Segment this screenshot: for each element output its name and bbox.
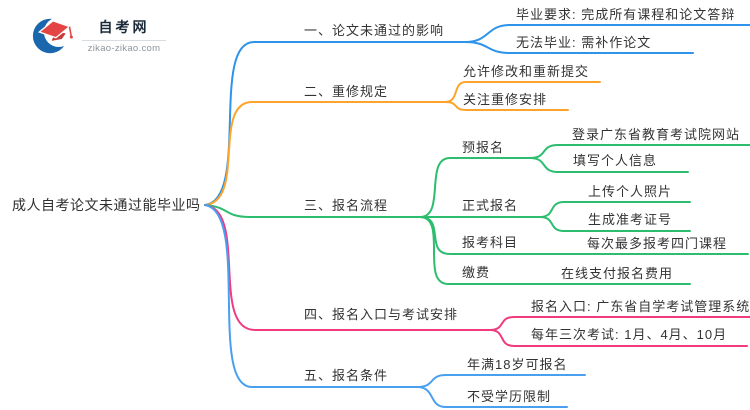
branch-3-child-3[interactable]: 报考科目 xyxy=(462,235,519,250)
branch-3-child-2-leaf-1[interactable]: 上传个人照片 xyxy=(588,184,673,199)
branch-3-child-4-leaf-1[interactable]: 在线支付报名费用 xyxy=(561,266,674,281)
logo-title: 自考网 xyxy=(98,18,150,35)
branch-5-child-2[interactable]: 不受学历限制 xyxy=(467,389,552,404)
logo: 自考网 zikao-zikao.com xyxy=(30,12,168,58)
logo-divider xyxy=(82,39,166,41)
branch-1-label[interactable]: 一、论文未通过的影响 xyxy=(304,23,445,38)
branch-1-child-2[interactable]: 无法毕业: 需补作论文 xyxy=(516,35,652,50)
branch-4-child-2[interactable]: 每年三次考试: 1月、4月、10月 xyxy=(531,327,728,342)
branch-3-child-4[interactable]: 缴费 xyxy=(462,265,491,280)
branch-3-child-2[interactable]: 正式报名 xyxy=(462,198,519,213)
branch-3-child-1[interactable]: 预报名 xyxy=(462,140,505,155)
central-node[interactable]: 成人自考论文未通过能毕业吗 xyxy=(12,197,201,213)
branch-1-child-1[interactable]: 毕业要求: 完成所有课程和论文答辩 xyxy=(516,7,736,22)
branch-5-child-1[interactable]: 年满18岁可报名 xyxy=(467,357,568,372)
branch-3-child-1-leaf-2[interactable]: 填写个人信息 xyxy=(573,153,658,168)
branch-3-label[interactable]: 三、报名流程 xyxy=(304,198,389,213)
branch-3-child-3-leaf-1[interactable]: 每次最多报考四门课程 xyxy=(587,236,728,251)
branch-2-child-2[interactable]: 关注重修安排 xyxy=(463,92,548,107)
branch-4-child-1[interactable]: 报名入口: 广东省自学考试管理系统 xyxy=(531,299,750,314)
branch-3-child-1-leaf-1[interactable]: 登录广东省教育考试院网站 xyxy=(572,127,741,142)
branch-2-child-1[interactable]: 允许修改和重新提交 xyxy=(463,64,590,79)
branch-3-child-2-leaf-2[interactable]: 生成准考证号 xyxy=(588,212,673,227)
branch-4-label[interactable]: 四、报名入口与考试安排 xyxy=(304,307,459,322)
branch-5-label[interactable]: 五、报名条件 xyxy=(304,368,389,383)
graduation-cap-icon xyxy=(32,17,74,54)
branch-2-label[interactable]: 二、重修规定 xyxy=(304,84,389,99)
logo-domain: zikao-zikao.com xyxy=(87,42,161,54)
